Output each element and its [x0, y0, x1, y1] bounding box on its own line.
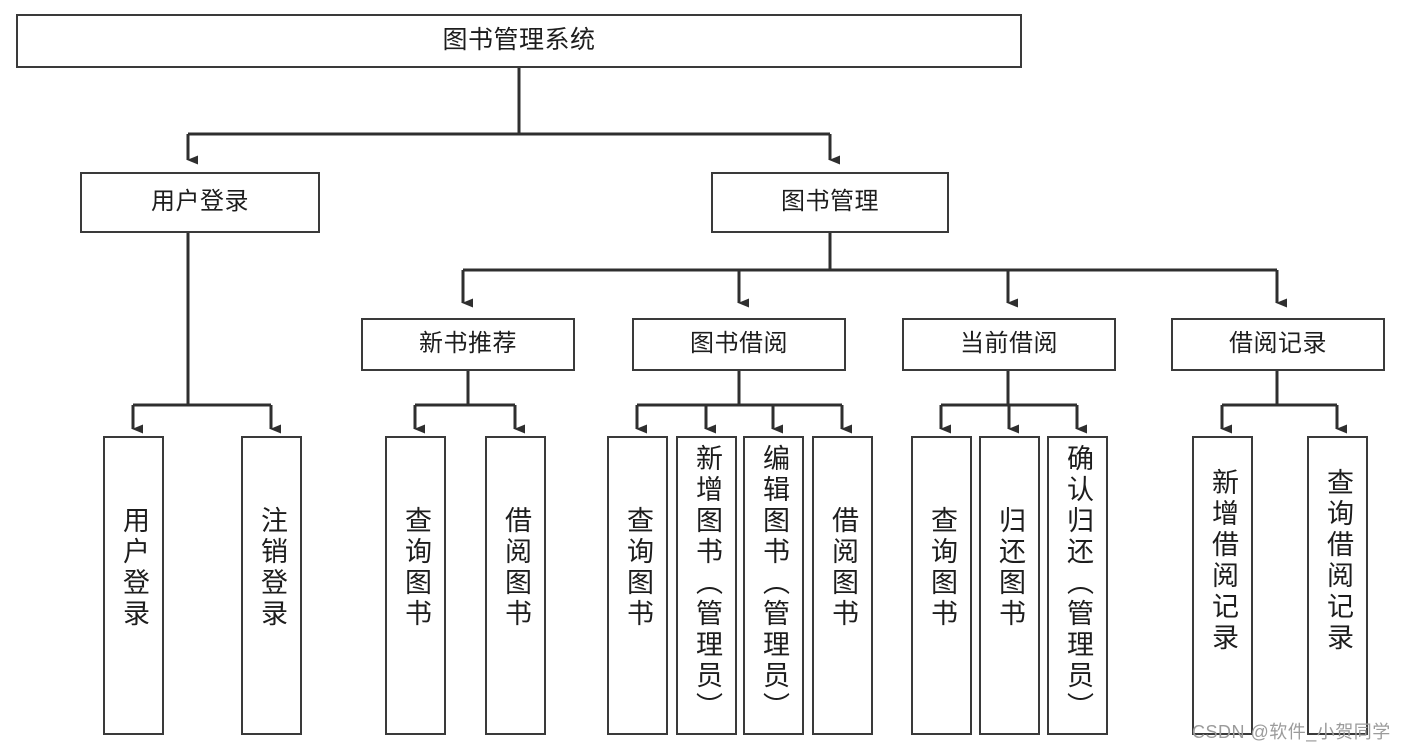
- node-user-login-label: 用户登录: [151, 188, 249, 216]
- node-query-books-1[interactable]: 查询图书: [385, 436, 446, 735]
- node-root-label: 图书管理系统: [442, 26, 596, 55]
- node-edit-book-admin-label: 编辑图书（管理员）: [759, 444, 789, 723]
- node-borrow-books-2-label: 借阅图书: [828, 506, 858, 630]
- node-logout-leaf-label: 注销登录: [257, 506, 287, 630]
- node-borrow-books-2[interactable]: 借阅图书: [812, 436, 873, 735]
- node-logout-leaf[interactable]: 注销登录: [241, 436, 302, 735]
- csdn-watermark: CSDN @软件_小贺同学: [1192, 722, 1391, 742]
- node-borrow-record-label: 借阅记录: [1229, 330, 1327, 358]
- node-new-book-recommend[interactable]: 新书推荐: [361, 318, 575, 371]
- node-add-book-admin[interactable]: 新增图书（管理员）: [676, 436, 737, 735]
- node-confirm-return-admin[interactable]: 确认归还（管理员）: [1047, 436, 1108, 735]
- node-return-books[interactable]: 归还图书: [979, 436, 1040, 735]
- node-user-login[interactable]: 用户登录: [80, 172, 320, 233]
- node-edit-book-admin[interactable]: 编辑图书（管理员）: [743, 436, 804, 735]
- node-query-books-3-label: 查询图书: [927, 506, 957, 630]
- node-add-borrow-record[interactable]: 新增借阅记录: [1192, 436, 1253, 735]
- node-book-borrow[interactable]: 图书借阅: [632, 318, 846, 371]
- node-book-borrow-label: 图书借阅: [690, 330, 788, 358]
- node-user-login-leaf-label: 用户登录: [119, 506, 149, 630]
- node-query-books-2[interactable]: 查询图书: [607, 436, 668, 735]
- node-confirm-return-admin-label: 确认归还（管理员）: [1063, 444, 1093, 723]
- node-borrow-books-1[interactable]: 借阅图书: [485, 436, 546, 735]
- node-return-books-label: 归还图书: [995, 506, 1025, 630]
- node-current-borrow-label: 当前借阅: [960, 330, 1058, 358]
- node-add-book-admin-label: 新增图书（管理员）: [692, 444, 722, 723]
- node-book-management[interactable]: 图书管理: [711, 172, 949, 233]
- node-query-books-2-label: 查询图书: [623, 506, 653, 630]
- node-query-books-1-label: 查询图书: [401, 506, 431, 630]
- node-query-books-3[interactable]: 查询图书: [911, 436, 972, 735]
- node-new-book-recommend-label: 新书推荐: [419, 330, 517, 358]
- node-add-borrow-record-label: 新增借阅记录: [1208, 468, 1238, 654]
- node-query-borrow-record-label: 查询借阅记录: [1323, 468, 1353, 654]
- node-user-login-leaf[interactable]: 用户登录: [103, 436, 164, 735]
- node-query-borrow-record[interactable]: 查询借阅记录: [1307, 436, 1368, 735]
- node-borrow-record[interactable]: 借阅记录: [1171, 318, 1385, 371]
- node-borrow-books-1-label: 借阅图书: [501, 506, 531, 630]
- node-root[interactable]: 图书管理系统: [16, 14, 1022, 68]
- node-current-borrow[interactable]: 当前借阅: [902, 318, 1116, 371]
- node-book-management-label: 图书管理: [781, 188, 879, 216]
